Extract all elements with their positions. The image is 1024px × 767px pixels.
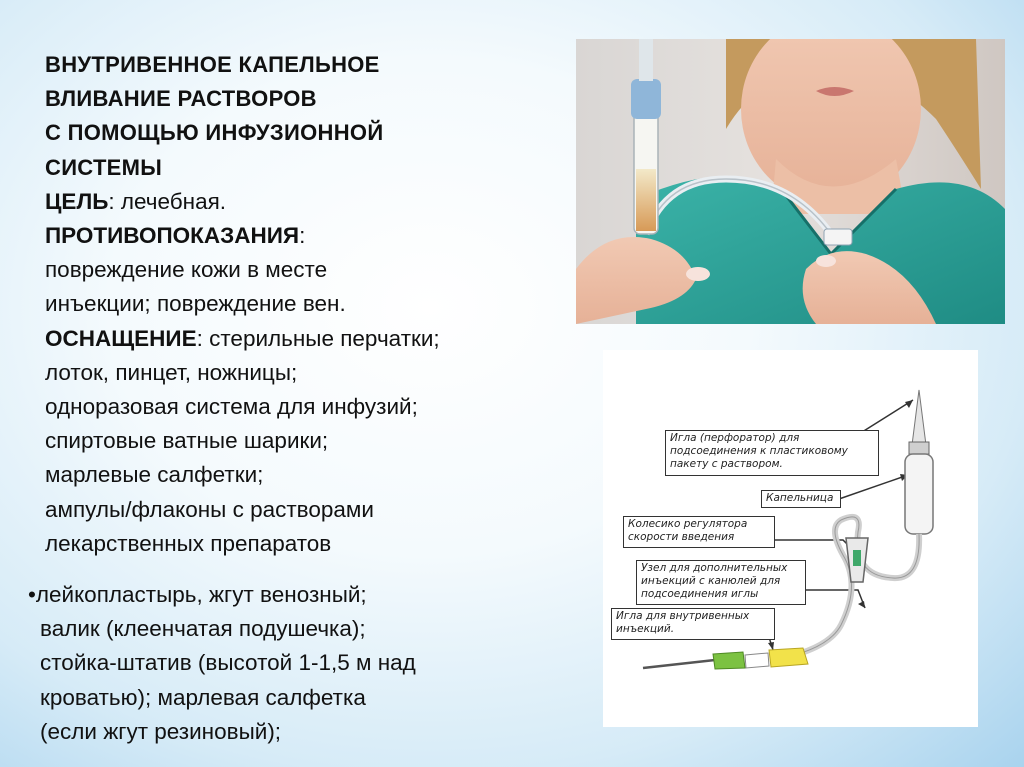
goal-label: ЦЕЛЬ (45, 188, 109, 214)
equip-first: : стерильные перчатки; (196, 325, 440, 351)
equip-line: ОСНАЩЕНИЕ: стерильные перчатки; (45, 322, 565, 356)
callout-port-line-2: инъекций с канюлей для (641, 575, 781, 587)
contra-label: ПРОТИВОПОКАЗАНИЯ (45, 223, 300, 249)
bullet-line-2: валик (клеенчатая подушечка); (40, 616, 366, 642)
bullet-line-3: стойка-штатив (высотой 1-1,5 м над (40, 650, 416, 676)
nurse-photo-illustration (576, 39, 1005, 324)
contra-colon: : (299, 223, 306, 249)
goal-line: ЦЕЛЬ: лечебная. (45, 185, 565, 219)
contra-line-1: повреждение кожи в месте (45, 257, 328, 283)
main-text-block: ВНУТРИВЕННОЕ КАПЕЛЬНОЕ ВЛИВАНИЕ РАСТВОРО… (45, 48, 565, 561)
callout-port-line-3: подсоединения иглы (641, 588, 759, 600)
equip-line-4: марлевые салфетки; (45, 462, 264, 488)
callout-roller-clamp: Колесико регулятора скорости введения (623, 516, 775, 548)
callout-port-line-1: Узел для дополнительных (641, 562, 788, 574)
nurse-photo (576, 39, 1005, 324)
contra-line-2: инъекции; повреждение вен. (45, 291, 346, 317)
title-line-1: ВНУТРИВЕННОЕ КАПЕЛЬНОЕ (45, 52, 380, 77)
bullet-line-5: (если жгут резиновый); (40, 718, 282, 744)
goal-text: : лечебная. (108, 188, 227, 214)
callout-spike-line-3: пакету с раствором. (670, 458, 783, 470)
equip-line-1: лоток, пинцет, ножницы; (45, 359, 298, 385)
contra-heading: ПРОТИВОПОКАЗАНИЯ: (45, 219, 565, 253)
equip-label: ОСНАЩЕНИЕ (45, 325, 197, 351)
callout-needle-line-2: инъекций. (616, 623, 675, 635)
bullet-text-block: •лейкопластырь, жгут венозный; валик (кл… (28, 578, 548, 749)
bullet-line-1: •лейкопластырь, жгут венозный; (28, 582, 367, 607)
equip-line-6: лекарственных препаратов (45, 530, 332, 556)
callout-spike: Игла (перфоратор) для подсоединения к пл… (665, 430, 879, 476)
callout-drip-chamber: Капельница (761, 490, 841, 508)
bullet-line-4: кроватью); марлевая салфетка (40, 684, 366, 710)
equip-line-3: спиртовые ватные шарики; (45, 428, 329, 454)
equip-line-2: одноразовая система для инфузий; (45, 394, 418, 420)
title-line-2: ВЛИВАНИЕ РАСТВОРОВ (45, 86, 317, 112)
equip-line-5: ампулы/флаконы с растворами (45, 496, 374, 522)
callout-drip-chamber-line-1: Капельница (766, 492, 834, 504)
callout-spike-line-2: подсоединения к пластиковому (670, 445, 848, 457)
title-line-4: СИСТЕМЫ (45, 154, 163, 180)
callout-roller-line-2: скорости введения (628, 531, 735, 543)
callout-injection-port: Узел для дополнительных инъекций с канюл… (636, 560, 806, 605)
infusion-diagram: Игла (перфоратор) для подсоединения к пл… (603, 350, 978, 727)
title-line-3: С ПОМОЩЬЮ ИНФУЗИОННОЙ (45, 120, 384, 146)
callout-needle-line-1: Игла для внутривенных (616, 610, 750, 622)
callout-spike-line-1: Игла (перфоратор) для (670, 432, 800, 444)
callout-iv-needle: Игла для внутривенных инъекций. (611, 608, 775, 640)
callout-roller-line-1: Колесико регулятора (628, 518, 748, 530)
